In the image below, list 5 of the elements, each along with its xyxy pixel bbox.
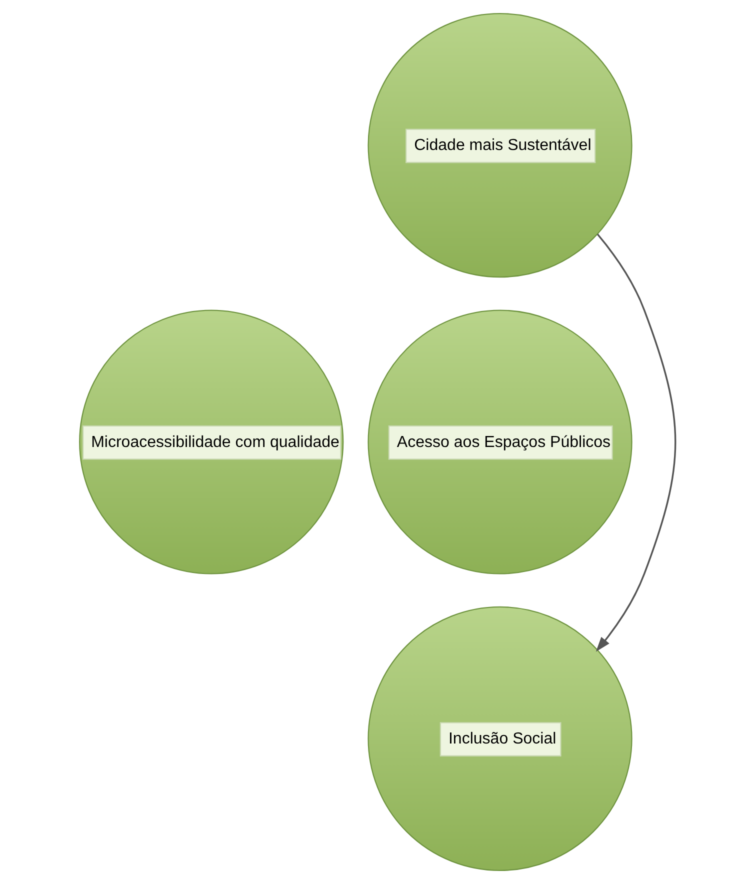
node-circle: Inclusão Social bbox=[367, 606, 632, 870]
arrow bbox=[595, 233, 676, 652]
node-circle: Microacessibilidade com qualidade bbox=[78, 309, 344, 574]
node-circle: Acesso aos Espaços Públicos bbox=[367, 309, 632, 574]
node-circle: Cidade mais Sustentável bbox=[367, 12, 632, 278]
